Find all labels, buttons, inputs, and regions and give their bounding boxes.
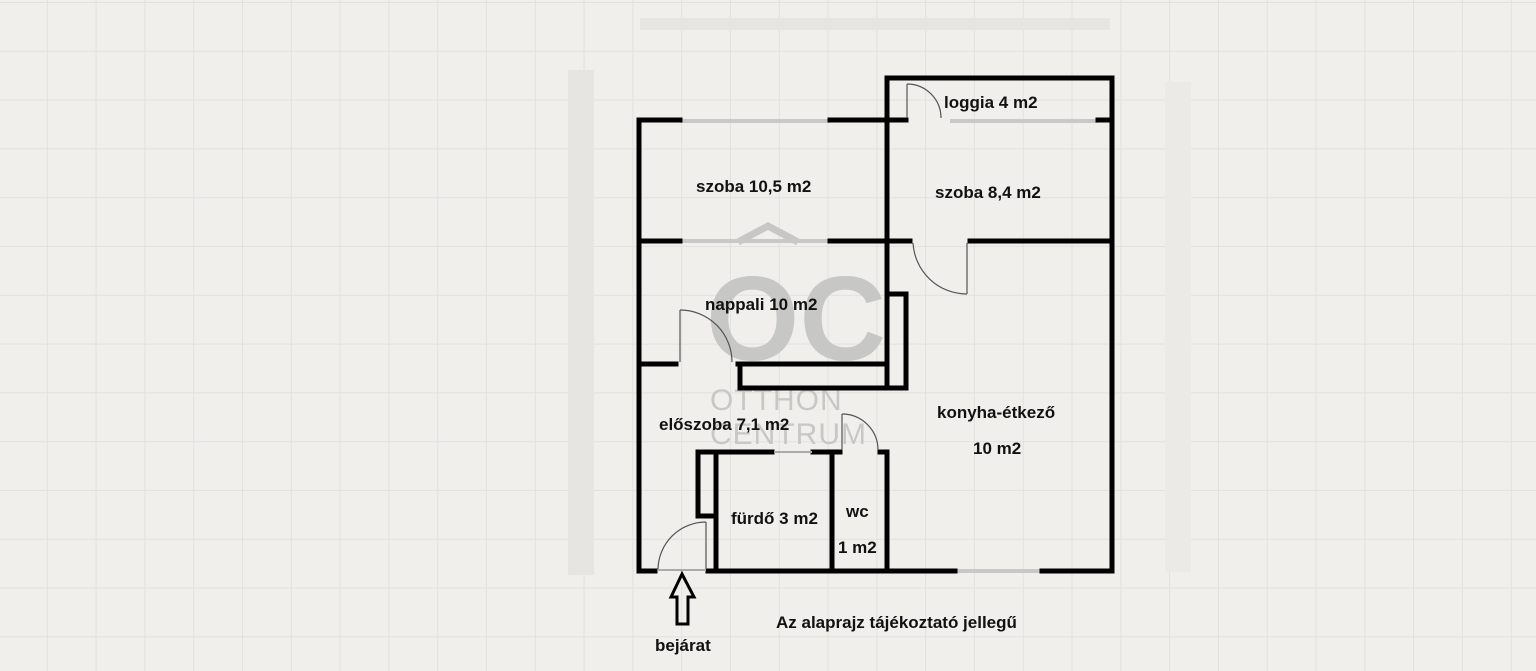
left-shadow-band xyxy=(568,70,594,575)
doors xyxy=(657,83,968,571)
walls xyxy=(636,75,1115,574)
label-konyha-line2: 10 m2 xyxy=(973,439,1021,458)
label-konyha-line1: konyha-étkező xyxy=(937,403,1055,422)
label-szoba-right: szoba 8,4 m2 xyxy=(935,183,1041,202)
door-wc xyxy=(841,413,879,451)
label-szoba-left: szoba 10,5 m2 xyxy=(696,177,811,196)
label-loggia: loggia 4 m2 xyxy=(944,93,1038,112)
label-nappali: nappali 10 m2 xyxy=(705,295,817,314)
entrance-arrow-icon xyxy=(668,570,697,626)
label-furdo: fürdő 3 m2 xyxy=(731,509,818,528)
door-entrance xyxy=(657,521,707,571)
top-shadow-band xyxy=(640,18,1110,30)
door-kitchen xyxy=(912,242,968,295)
door-nappali xyxy=(679,309,733,363)
entrance-label: bejárat xyxy=(655,636,711,655)
label-eloszoba: előszoba 7,1 m2 xyxy=(659,415,789,434)
roof-icon xyxy=(736,222,800,246)
label-wc-line2: 1 m2 xyxy=(838,538,877,557)
right-shadow-band xyxy=(1165,82,1191,572)
disclaimer-text: Az alaprajz tájékoztató jellegű xyxy=(776,613,1017,632)
label-wc-line1: wc xyxy=(845,502,869,521)
windows xyxy=(680,119,1098,573)
door-loggia xyxy=(906,83,942,119)
watermark-line2: CENTRUM xyxy=(710,418,867,451)
